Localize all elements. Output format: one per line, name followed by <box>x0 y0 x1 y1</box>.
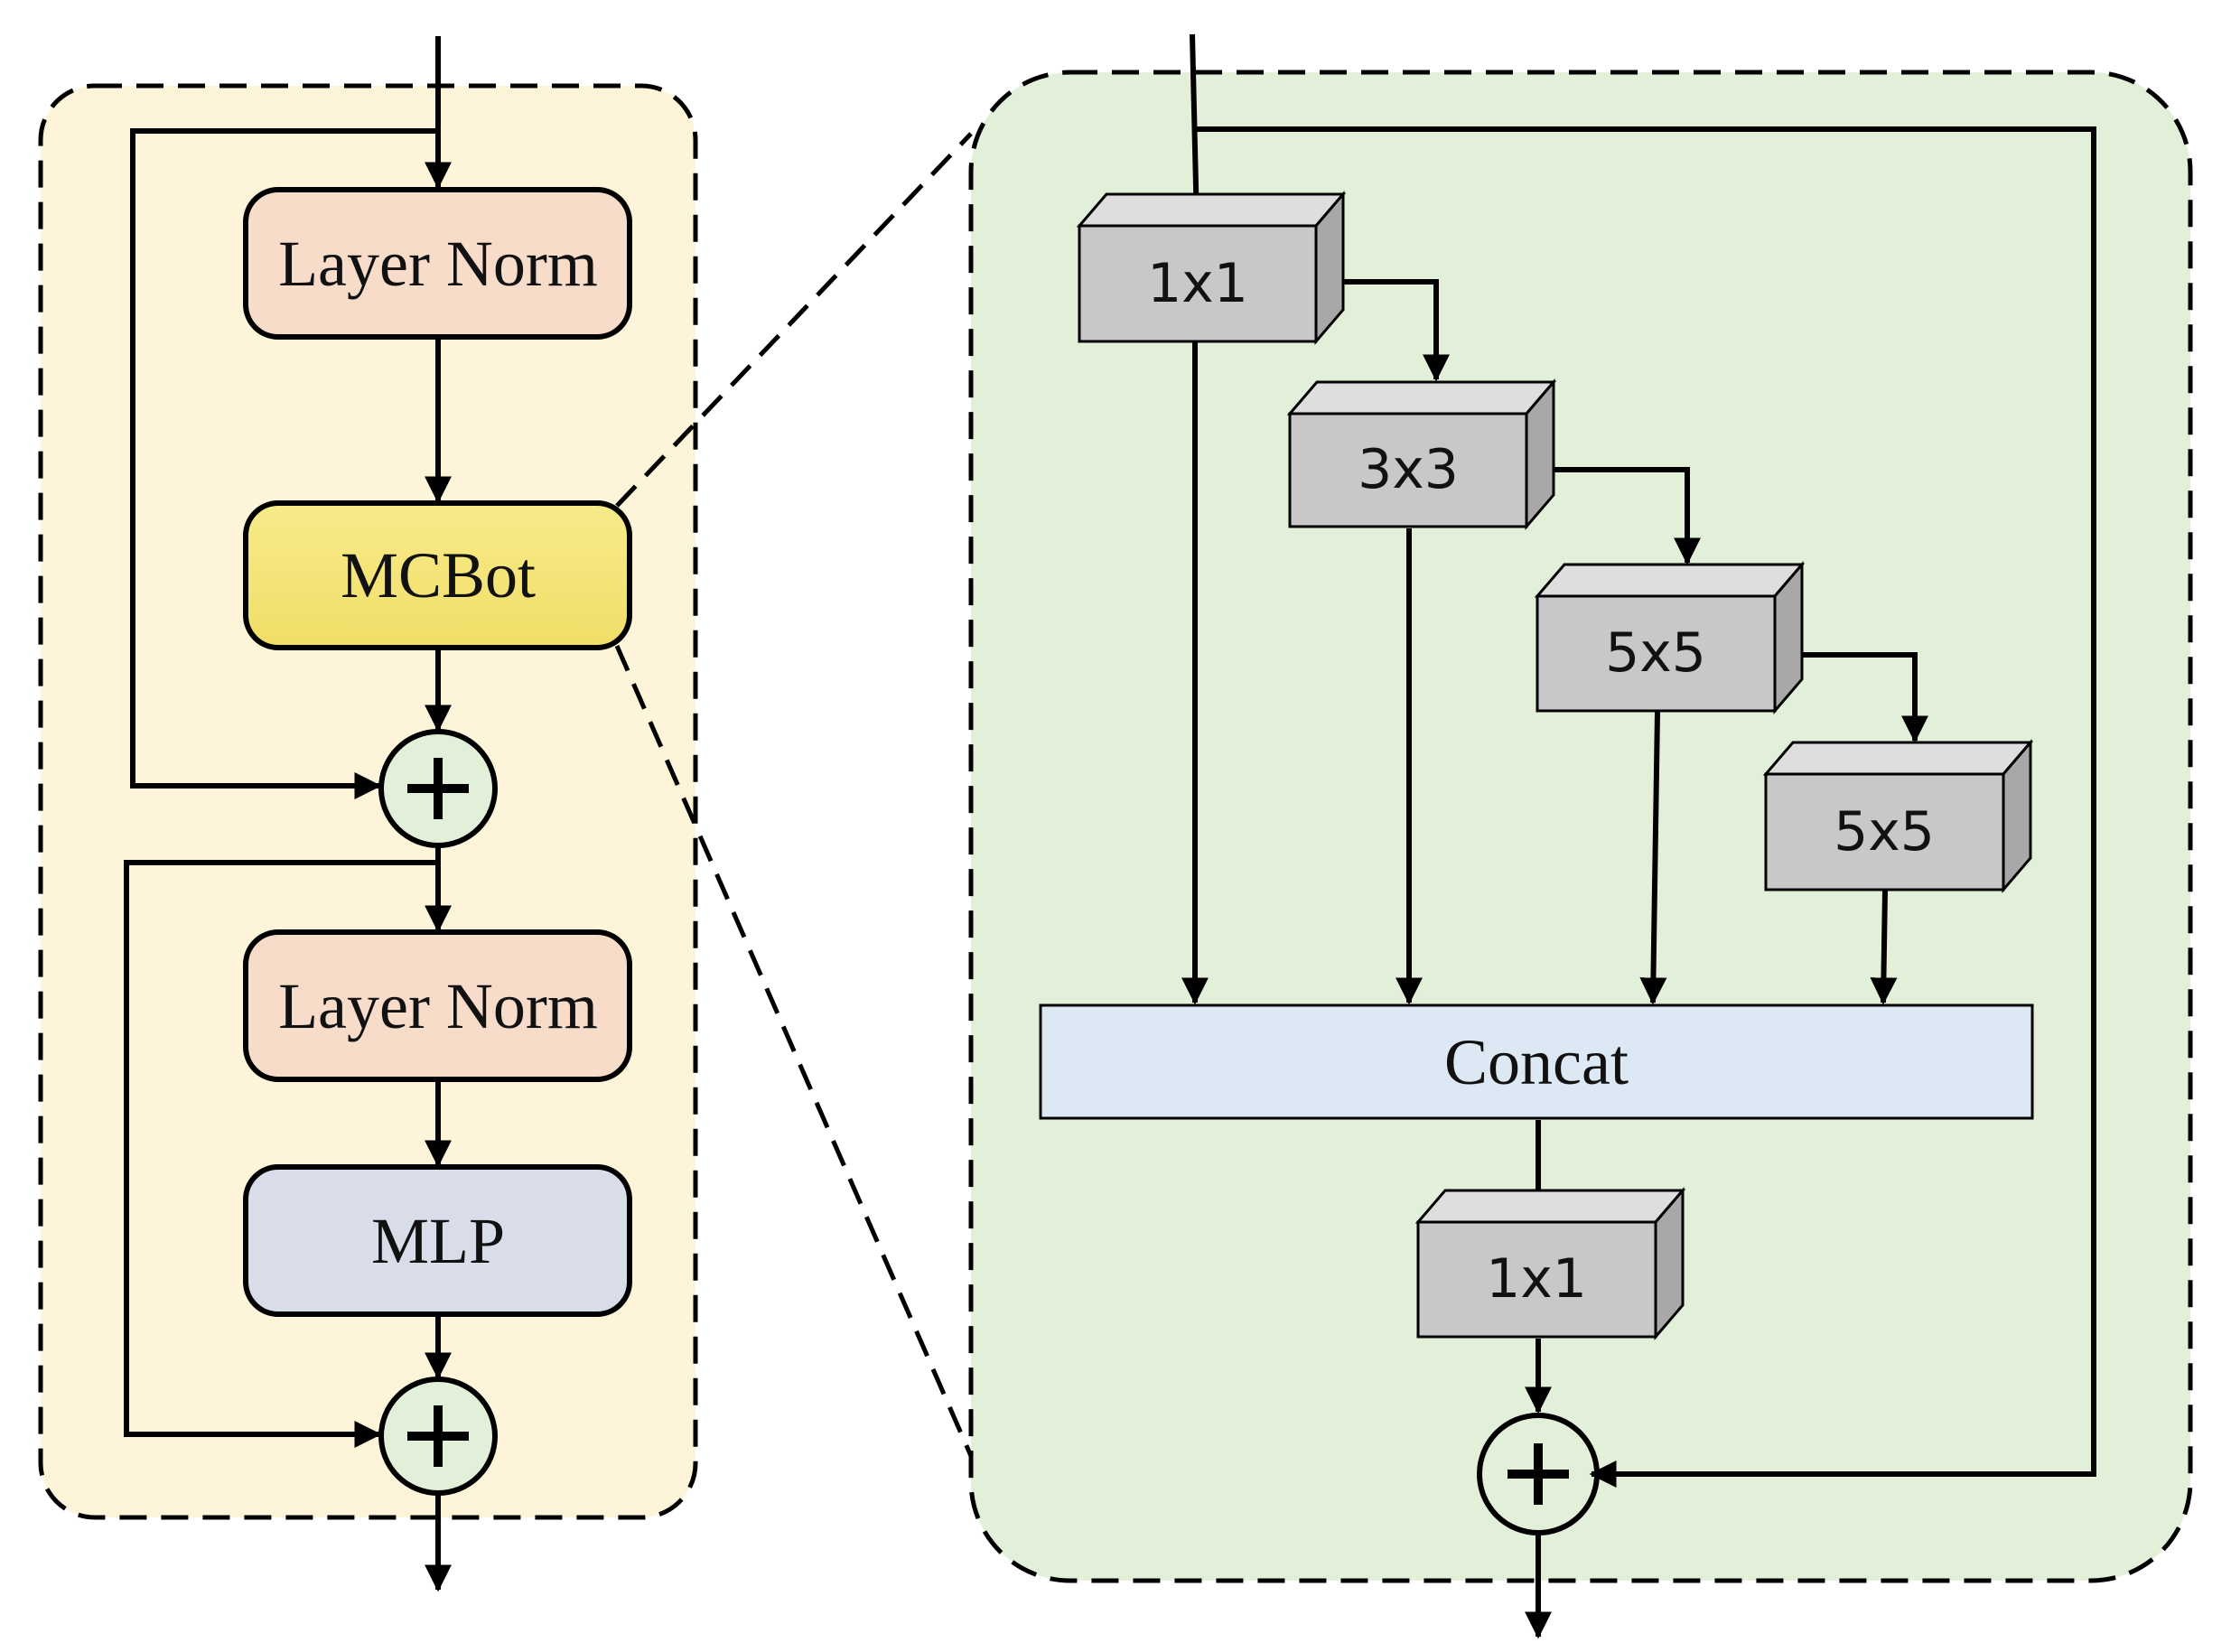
right-input-arrow <box>1182 33 1210 227</box>
add-node-1 <box>378 729 498 848</box>
conv-5x5-b-block: 5x5 <box>1762 738 2034 894</box>
conv-3x3-block: 3x3 <box>1286 378 1557 531</box>
conv-1x1-bottom-label: 1x1 <box>1486 1247 1587 1311</box>
conv-5x5-a-front-face <box>1536 594 1777 713</box>
conv-5x5-a-top-face <box>1534 563 1806 598</box>
arrow-5x5b-to-concat <box>1870 889 1898 1005</box>
conv-3x3-label: 3x3 <box>1358 438 1459 501</box>
conv-5x5-b-front-face <box>1764 772 2005 891</box>
arrow-5x5a-to-concat <box>1639 711 1667 1005</box>
layer-norm-1-label: Layer Norm <box>278 228 598 300</box>
right-mcbot-detail-panel <box>968 70 2193 1583</box>
conv-3x3-front-face <box>1288 412 1528 528</box>
mcbot-block: MCBot <box>243 500 632 650</box>
conv-1x1-top-label: 1x1 <box>1147 252 1248 315</box>
concat-block-box <box>1039 1003 2034 1120</box>
mlp-label: MLP <box>371 1205 505 1277</box>
layer-norm-block-1-box <box>243 187 632 340</box>
add-node-2 <box>378 1377 498 1496</box>
left-residual-skip-1 <box>130 128 438 799</box>
arrow-1x1-to-3x3 <box>1312 279 1450 382</box>
add-node-right-circle <box>1477 1413 1600 1535</box>
zoom-connector-top <box>615 132 973 508</box>
conv-1x1-bottom-top-face <box>1414 1189 1686 1224</box>
left-transformer-block-panel <box>38 83 698 1520</box>
conv-3x3-top-face <box>1286 380 1557 415</box>
right-residual-skip <box>1195 126 2096 1488</box>
conv-5x5-a-label: 5x5 <box>1605 621 1706 685</box>
layer-norm-2-label: Layer Norm <box>278 970 598 1042</box>
mcbot-block-box <box>243 500 632 650</box>
add-node-right <box>1477 1413 1600 1535</box>
arrow-3x3-to-5x5a <box>1524 467 1701 565</box>
conv-5x5-a-block: 5x5 <box>1534 560 1806 715</box>
conv-1x1-top-front-face <box>1078 224 1318 343</box>
layer-norm-block-1: Layer Norm <box>243 187 632 340</box>
layer-norm-block-2-box <box>243 929 632 1082</box>
concat-block: Concat <box>1039 1003 2034 1120</box>
conv-1x1-bottom-front-face <box>1416 1220 1657 1339</box>
conv-5x5-b-label: 5x5 <box>1834 800 1935 863</box>
mlp-block-box <box>243 1164 632 1317</box>
arrow-5x5a-to-5x5b <box>1772 652 1928 743</box>
mcbot-label: MCBot <box>341 539 536 611</box>
conv-1x1-top-top-face <box>1076 192 1347 228</box>
left-residual-skip-2 <box>124 860 438 1448</box>
conv-1x1-top-block: 1x1 <box>1076 190 1347 346</box>
conv-5x5-b-top-face <box>1762 741 2034 776</box>
layer-norm-block-2: Layer Norm <box>243 929 632 1082</box>
mlp-block: MLP <box>243 1164 632 1317</box>
conv-1x1-bottom-block: 1x1 <box>1414 1186 1686 1341</box>
concat-label: Concat <box>1444 1026 1629 1098</box>
